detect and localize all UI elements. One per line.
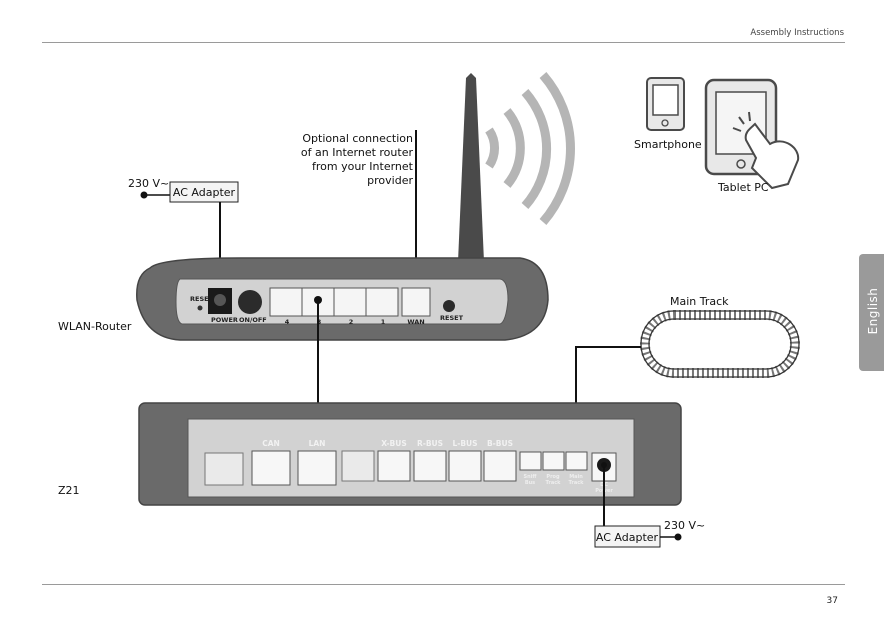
z21-rbus-label: R-BUS [417,439,443,448]
bottom-divider [42,584,845,585]
voltage-top-label: 230 V~ [128,177,169,190]
z21-xbus-port[interactable] [377,450,411,482]
z21-lbus-port[interactable] [448,450,482,482]
main-track-icon [640,310,800,378]
z21-prog-port[interactable] [542,451,565,471]
z21-lan-label: LAN [309,439,326,448]
ac-adapter-top [169,181,239,203]
wlan-router-label: WLAN-Router [58,320,132,333]
internet-note-line: provider [367,174,413,187]
z21-small-port-label: Prog [546,474,560,480]
page-number: 37 [826,596,838,606]
router-port-number: 1 [381,318,386,326]
tablet-label: Tablet PC [717,181,769,194]
z21-sniff-port[interactable] [519,451,542,471]
router-antenna [456,73,486,308]
router-reset-right: RESET [440,314,464,322]
z21-small-port-label: Track [546,480,562,486]
z21-bbus-label: B-BUS [487,439,513,448]
z21-rbus-port[interactable] [413,450,447,482]
z21-lbus-label: L-BUS [452,439,477,448]
internet-note-line: from your Internet [312,160,414,173]
z21-xbus-label: X-BUS [381,439,407,448]
z21-small-port-label: Sniff [524,474,538,480]
z21-label: Z21 [58,484,80,497]
router-port-number: 4 [285,318,290,326]
router-wan-port[interactable] [401,287,431,317]
internet-note-line: of an Internet router [301,146,414,159]
router-wan-label: WAN [407,318,424,326]
router-reset-left: RESET [190,295,214,303]
z21-small-port-label: Main [569,474,583,480]
ac-adapter-top-label: AC Adapter [173,186,236,199]
wlan-router: RESET POWER ON/OFF 4 3 2 1 WAN RESET [136,257,549,341]
router-power-switch[interactable] [238,290,262,314]
z21-can-label: CAN [262,439,280,448]
ac-adapter-bottom-label: AC Adapter [596,531,659,544]
internet-note-line: Optional connection [302,132,413,145]
language-tab[interactable]: English [859,254,884,371]
z21-lan-port[interactable] [297,450,337,486]
tablet-icon [704,78,800,190]
voltage-bottom-label: 230 V~ [664,519,705,532]
router-lan-port[interactable] [333,287,367,317]
router-onoff-label: ON/OFF [239,316,267,324]
router-lan-port[interactable] [269,287,303,317]
z21-small-port-label: Bus [525,480,535,486]
z21-device: CAN LAN X-BUS R-BUS L-BUS B-BUS Sniff Bu… [138,402,682,506]
z21-main-port[interactable] [565,451,588,471]
z21-can-port[interactable] [251,450,291,486]
z21-small-port-label: Track [569,480,585,486]
smartphone-label: Smartphone [634,138,702,151]
wifi-waves-icon [485,72,575,225]
router-power-label: POWER [211,316,238,324]
router-port-number: 2 [349,318,354,326]
main-track-label: Main Track [670,295,729,308]
top-divider [42,42,845,43]
header-title: Assembly Instructions [750,28,844,38]
internet-router-note: Optional connection of an Internet route… [301,132,414,187]
z21-bbus-port[interactable] [483,450,517,482]
smartphone-icon [646,77,685,131]
router-lan-port[interactable] [365,287,399,317]
